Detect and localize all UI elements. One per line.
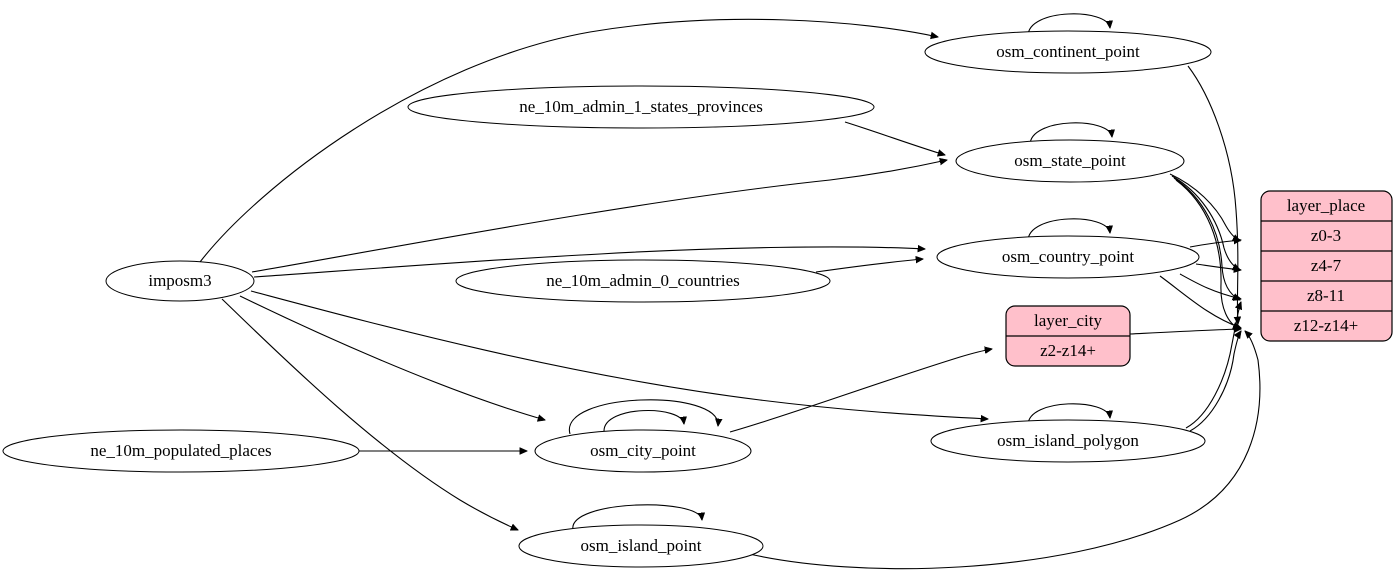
node-osm_state_point[interactable]: osm_state_point — [955, 139, 1185, 183]
edge-osm_island_point-to-layer_place-z12 — [744, 331, 1261, 570]
edge-layer — [199, 13, 1261, 570]
selfloop-osm_island_polygon — [1027, 403, 1110, 426]
node-osm_country_point[interactable]: osm_country_point — [936, 235, 1200, 279]
node-label-osm_city_point: osm_city_point — [590, 441, 696, 460]
node-label-ne_10m_admin_0_countries: ne_10m_admin_0_countries — [546, 271, 740, 290]
node-osm_island_polygon[interactable]: osm_island_polygon — [930, 419, 1206, 463]
edge-imposm3-to-osm_island_point — [221, 298, 518, 531]
edge-osm_state_point-to-layer_place-z12 — [1175, 179, 1240, 329]
edge-layer_city-to-layer_place-z12 — [1129, 329, 1241, 335]
node-osm_island_point[interactable]: osm_island_point — [518, 524, 764, 568]
record-node-layer_city[interactable]: layer_city z2-z14+ — [1005, 305, 1131, 367]
selfloop-osm_city_point-inner — [603, 410, 684, 432]
edge-imposm3-to-osm_country_point — [253, 247, 925, 278]
node-label-osm_country_point: osm_country_point — [1002, 247, 1134, 266]
edge-osm_island_polygon-to-layer_place-z12 — [1189, 331, 1241, 432]
node-osm_continent_point[interactable]: osm_continent_point — [924, 30, 1212, 74]
record-row-layer_place-z12-z14[interactable]: z12-z14+ — [1294, 316, 1358, 335]
edge-imposm3-to-osm_state_point — [251, 160, 947, 273]
selfloop-osm_continent_point — [1027, 13, 1110, 37]
record-node-layer_place[interactable]: layer_place z0-3 z4-7 z8-11 z12-z14+ — [1260, 190, 1393, 342]
edge-osm_city_point-to-layer_city — [729, 349, 992, 433]
edge-osm_country_point-to-layer_place-z12 — [1159, 275, 1241, 328]
selfloop-osm_city_point-outer — [569, 399, 718, 435]
node-layer: imposm3 ne_10m_admin_1_states_provinces … — [2, 30, 1212, 568]
node-ne_10m_populated_places[interactable]: ne_10m_populated_places — [2, 429, 360, 473]
edge-osm_country_point-to-layer_place-z4 — [1195, 263, 1241, 270]
node-label-osm_island_polygon: osm_island_polygon — [997, 431, 1139, 450]
selfloop-osm_state_point — [1029, 122, 1112, 146]
edge-osm_state_point-to-layer_place-z8 — [1173, 177, 1240, 300]
edge-imposm3-to-osm_city_point — [239, 295, 545, 420]
edge-imposm3-to-osm_island_polygon — [250, 290, 988, 419]
record-header-layer_place: layer_place — [1287, 196, 1365, 215]
edge-osm_country_point-to-layer_place-z0 — [1189, 240, 1241, 248]
selfloop-osm_country_point — [1027, 218, 1110, 242]
edge-osm_country_point-to-layer_place-z8 — [1179, 273, 1241, 299]
record-layer: layer_place z0-3 z4-7 z8-11 z12-z14+ lay… — [1005, 190, 1393, 367]
edge-osm_island_polygon-to-layer_place-z8 — [1185, 302, 1241, 429]
record-row-layer_city-z2-z14[interactable]: z2-z14+ — [1040, 341, 1096, 360]
node-label-ne_10m_admin_1_states_provinces: ne_10m_admin_1_states_provinces — [519, 97, 763, 116]
edge-osm_state_point-to-layer_place-z4 — [1171, 175, 1240, 270]
record-row-layer_place-z4-7[interactable]: z4-7 — [1311, 256, 1342, 275]
record-row-layer_place-z8-11[interactable]: z8-11 — [1307, 286, 1345, 305]
node-label-ne_10m_populated_places: ne_10m_populated_places — [90, 441, 271, 460]
record-row-layer_place-z0-3[interactable]: z0-3 — [1311, 226, 1341, 245]
edge-ne_10m_admin_1_states_provinces-to-osm_state_point — [844, 121, 945, 155]
selfloop-osm_island_point — [572, 504, 702, 531]
edge-ne_10m_admin_0_countries-to-osm_country_point — [815, 259, 923, 273]
node-label-imposm3: imposm3 — [148, 271, 211, 290]
node-osm_city_point[interactable]: osm_city_point — [534, 429, 752, 473]
node-label-osm_continent_point: osm_continent_point — [996, 42, 1140, 61]
node-ne_10m_admin_0_countries[interactable]: ne_10m_admin_0_countries — [455, 259, 831, 303]
node-ne_10m_admin_1_states_provinces[interactable]: ne_10m_admin_1_states_provinces — [407, 85, 875, 129]
node-label-osm_island_point: osm_island_point — [581, 536, 702, 555]
edge-imposm3-to-osm_continent_point — [199, 18, 938, 263]
node-label-osm_state_point: osm_state_point — [1014, 151, 1126, 170]
node-imposm3[interactable]: imposm3 — [105, 260, 255, 302]
record-header-layer_city: layer_city — [1034, 311, 1102, 330]
